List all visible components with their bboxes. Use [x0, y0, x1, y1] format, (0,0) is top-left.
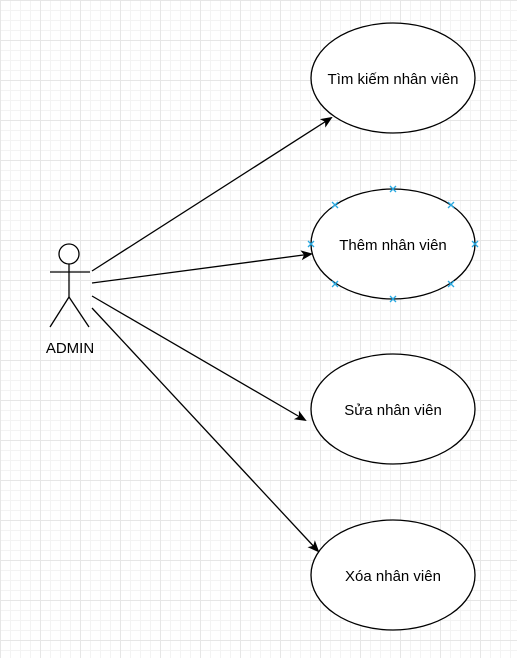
- actor-admin[interactable]: ADMIN: [46, 243, 94, 357]
- handle-left[interactable]: [307, 240, 315, 248]
- usecase-edit[interactable]: Sửa nhân viên: [310, 353, 476, 465]
- association-delete[interactable]: [91, 307, 320, 553]
- actor-label: ADMIN: [46, 340, 94, 357]
- usecase-edit-label: Sửa nhân viên: [344, 402, 442, 419]
- actor-head: [58, 243, 80, 265]
- handle-right[interactable]: [471, 240, 479, 248]
- handle-top[interactable]: [389, 185, 397, 193]
- usecase-delete[interactable]: Xóa nhân viên: [310, 519, 476, 631]
- usecase-search-label: Tìm kiếm nhân viên: [328, 71, 459, 88]
- usecase-delete-label: Xóa nhân viên: [345, 568, 441, 585]
- usecase-search[interactable]: Tìm kiếm nhân viên: [310, 22, 476, 134]
- usecase-edit-ellipse: [310, 353, 476, 465]
- handle-bottom[interactable]: [389, 295, 397, 303]
- handle-bottom-right[interactable]: [447, 280, 455, 288]
- usecase-search-ellipse: [310, 22, 476, 134]
- association-search[interactable]: [91, 116, 333, 272]
- handle-bottom-left[interactable]: [331, 280, 339, 288]
- association-add[interactable]: [91, 250, 313, 284]
- usecase-add-label: Thêm nhân viên: [339, 237, 447, 254]
- actor-left-leg: [49, 296, 70, 328]
- usecase-delete-ellipse: [310, 519, 476, 631]
- usecase-add[interactable]: Thêm nhân viên: [307, 185, 479, 303]
- selection-handles[interactable]: [307, 185, 479, 303]
- handle-top-left[interactable]: [331, 201, 339, 209]
- actor-right-leg: [68, 296, 90, 328]
- association-edit[interactable]: [91, 295, 307, 422]
- handle-top-right[interactable]: [447, 201, 455, 209]
